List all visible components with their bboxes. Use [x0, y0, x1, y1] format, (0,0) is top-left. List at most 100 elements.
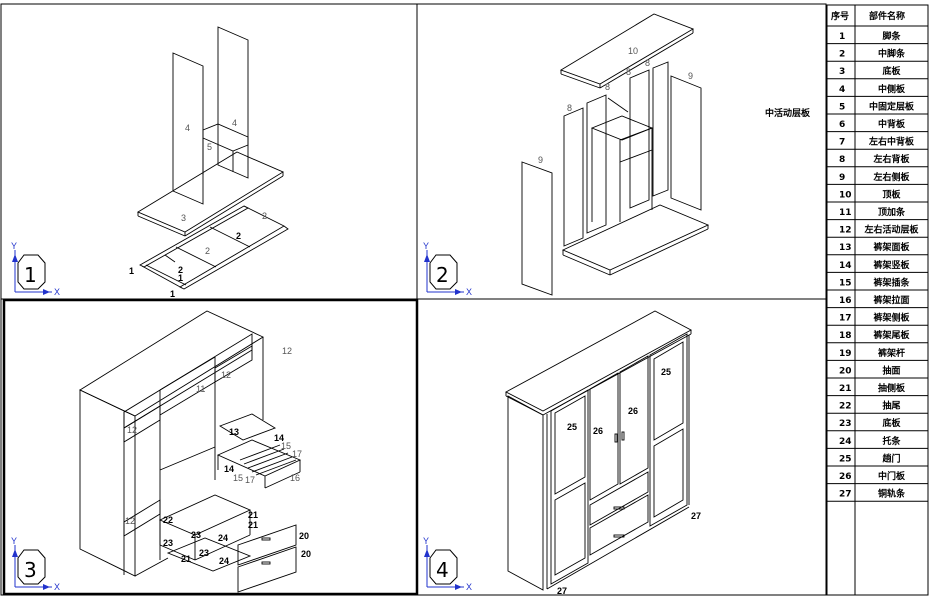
active-viewport-frame[interactable] [2, 298, 419, 596]
table-row: 12 左右活动层板 [827, 224, 928, 238]
table-row: 18 裤架尾板 [827, 329, 928, 344]
callout: 23 [199, 548, 209, 558]
row-part-name: 底板 [882, 65, 901, 77]
callout: 2 [205, 246, 210, 256]
view-3-callouts: 12 12 11 12 12 13 14 14 15 17 16 17 15 2… [125, 346, 311, 566]
callout: 24 [218, 533, 228, 543]
axis-x-label: X [54, 287, 60, 297]
callout: 9 [688, 71, 693, 81]
view-number: 4 [436, 558, 449, 582]
callout: 21 [248, 520, 258, 530]
callout: 25 [661, 367, 671, 377]
table-row: 7 左右中背板 [827, 136, 928, 150]
table-row: 2 中脚条 [827, 48, 928, 62]
row-part-name: 中脚条 [878, 48, 906, 60]
row-number: 2 [839, 50, 845, 60]
callout: 13 [229, 427, 239, 437]
callout: 1 [129, 266, 134, 276]
row-number: 27 [839, 490, 852, 500]
row-part-name: 顶板 [882, 188, 901, 200]
ucs-icon-view-3: Y X 3 [11, 536, 60, 592]
callout: 25 [567, 422, 577, 432]
row-part-name: 左右背板 [872, 153, 910, 165]
table-row: 1 脚条 [827, 30, 928, 45]
callout: 12 [221, 370, 231, 380]
row-part-name: 左右活动层板 [863, 224, 919, 236]
row-part-name: 裤架面板 [872, 241, 910, 253]
row-part-name: 中门板 [878, 470, 906, 482]
callout: 15 [281, 441, 291, 451]
table-row: 14 裤架竖板 [827, 259, 928, 273]
axis-x-label: X [466, 582, 472, 592]
view-number: 2 [436, 263, 449, 287]
row-number: 12 [839, 226, 852, 236]
callout: 20 [299, 531, 309, 541]
callout: 1 [170, 289, 175, 299]
callout: 23 [191, 530, 201, 540]
row-number: 25 [839, 454, 852, 464]
callout: 2 [236, 231, 241, 241]
row-number: 7 [839, 138, 845, 148]
row-part-name: 裤架插条 [872, 276, 910, 288]
callout: 1 [178, 273, 183, 283]
row-number: 4 [839, 85, 845, 95]
callout: 14 [274, 433, 284, 443]
row-part-name: 裤架竖板 [872, 259, 910, 271]
callout: 12 [127, 425, 137, 435]
callout: 8 [567, 103, 572, 113]
table-row: 16 裤架拉面 [827, 294, 928, 309]
row-part-name: 裤架拉面 [872, 294, 909, 306]
row-number: 18 [839, 331, 852, 341]
view-number: 3 [24, 558, 37, 582]
view-2-carcass-exploded [521, 13, 710, 296]
callout: 27 [557, 586, 567, 596]
annotation-middle-shelf: 中活动层板 [765, 107, 811, 119]
callout: 24 [219, 556, 229, 566]
callout: 27 [691, 511, 701, 521]
row-number: 10 [839, 190, 852, 200]
callout: 12 [282, 346, 292, 356]
callout: 8 [605, 82, 610, 92]
callout: 4 [232, 118, 237, 128]
axis-y-label: Y [11, 536, 17, 546]
row-part-name: 裤架尾板 [872, 329, 910, 341]
panel-frames [0, 3, 827, 596]
row-number: 15 [839, 278, 852, 288]
callout: 15 [233, 473, 243, 483]
row-number: 14 [839, 261, 852, 271]
row-part-name: 抽侧板 [878, 382, 906, 394]
row-number: 20 [839, 366, 852, 376]
row-number: 22 [839, 402, 852, 412]
row-part-name: 左右中背板 [868, 136, 915, 148]
axis-x-label: X [54, 582, 60, 592]
row-number: 5 [839, 102, 845, 112]
callout: 23 [163, 538, 173, 548]
row-number: 1 [839, 32, 845, 42]
table-row: 10 顶板 [827, 188, 928, 203]
view-4-assembled-wardrobe [505, 310, 692, 591]
row-part-name: 左右侧板 [872, 171, 910, 183]
row-number: 6 [839, 120, 845, 130]
axis-y-label: Y [11, 241, 17, 251]
row-number: 16 [839, 296, 852, 306]
table-header-name: 部件名称 [869, 10, 905, 22]
row-number: 17 [839, 314, 852, 324]
row-part-name: 脚条 [882, 30, 901, 42]
callout: 8 [626, 67, 631, 77]
callout: 17 [245, 475, 255, 485]
row-part-name: 裤架侧板 [872, 312, 910, 324]
callout: 22 [163, 515, 173, 525]
